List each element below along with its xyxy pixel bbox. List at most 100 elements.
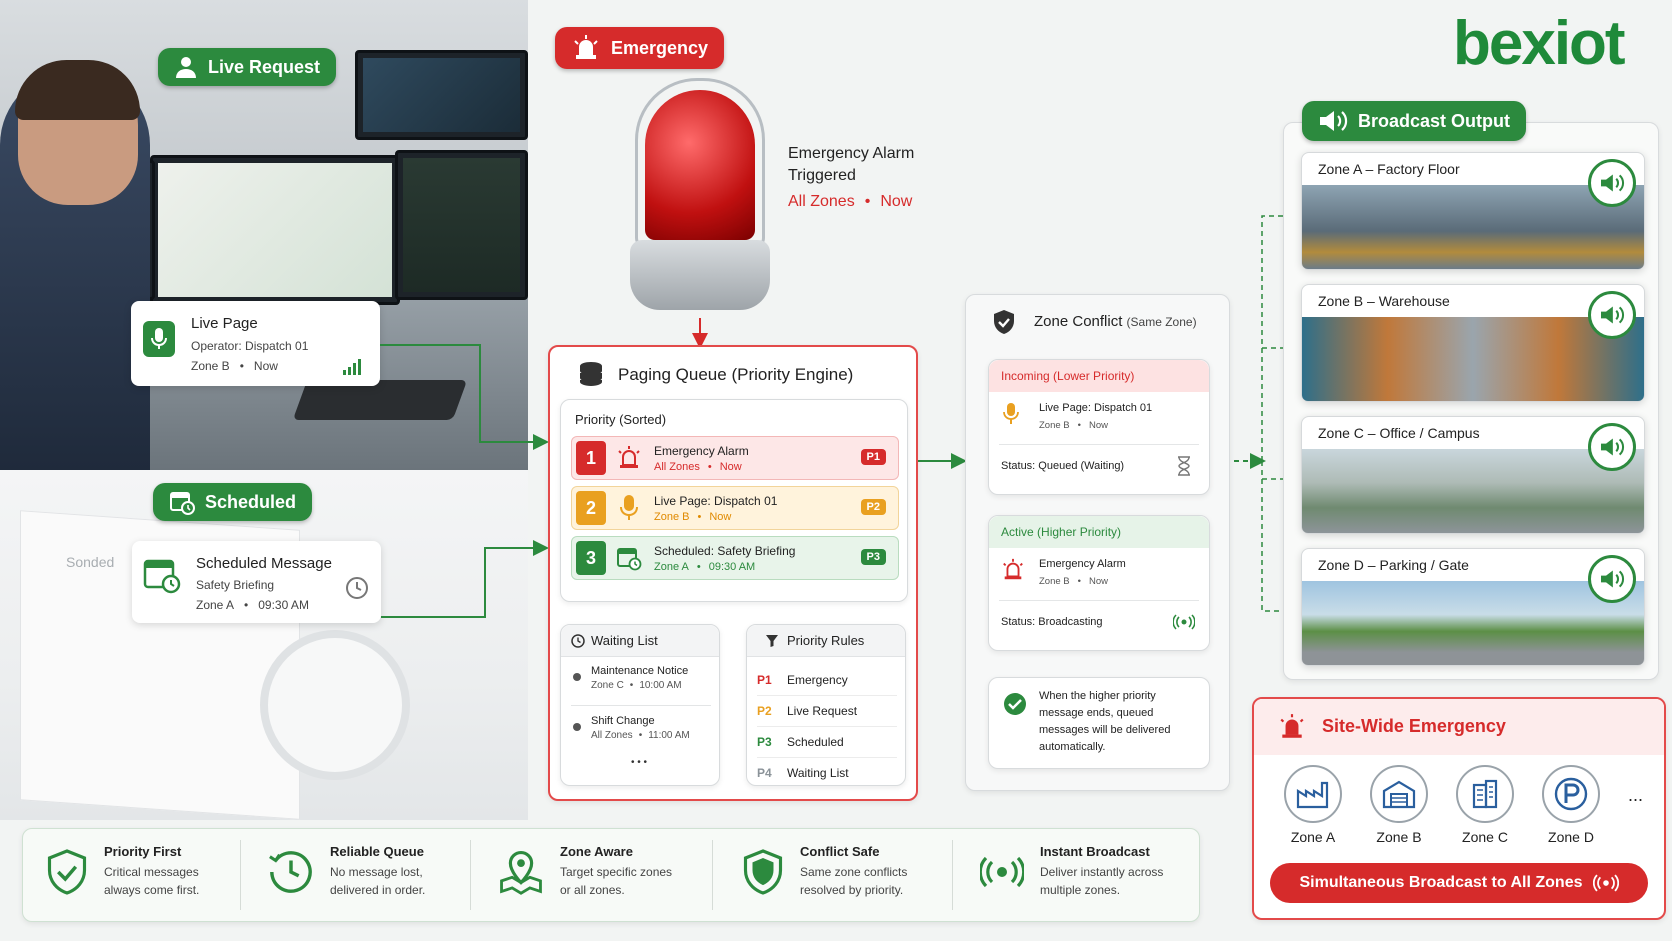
scheduled-label: Scheduled bbox=[205, 491, 297, 512]
feature-desc: No message lost, bbox=[330, 865, 423, 879]
feature-desc: Critical messages bbox=[104, 865, 199, 879]
emergency-tag: Emergency bbox=[555, 27, 725, 69]
queue-title-suffix: (Priority Engine) bbox=[731, 365, 854, 384]
waiting-item-2[interactable]: Shift Change All Zones•11:00 AM bbox=[591, 715, 690, 741]
zone-speaker-button[interactable] bbox=[1588, 291, 1636, 339]
zone-card-d[interactable]: Zone D – Parking / Gate bbox=[1301, 548, 1645, 666]
queue-item-1[interactable]: 1 Emergency Alarm All Zones•Now P1 bbox=[571, 436, 899, 480]
user-icon bbox=[176, 57, 196, 78]
site-zone-label: Zone B bbox=[1376, 829, 1422, 845]
conflict-note-text: When the higher priority message ends, q… bbox=[1039, 688, 1170, 756]
zone-card-a[interactable]: Zone A – Factory Floor bbox=[1301, 152, 1645, 270]
feature-desc: resolved by priority. bbox=[800, 883, 904, 897]
office-building-icon bbox=[1456, 765, 1514, 823]
beacon-cage bbox=[635, 78, 765, 248]
simultaneous-broadcast-button[interactable]: Simultaneous Broadcast to All Zones bbox=[1270, 863, 1648, 903]
alarm-beacon bbox=[620, 70, 780, 315]
broadcast-output-label: Broadcast Output bbox=[1358, 110, 1511, 131]
waiting-item-time: 10:00 AM bbox=[639, 680, 682, 691]
zone-speaker-button[interactable] bbox=[1588, 555, 1636, 603]
zone-speaker-button[interactable] bbox=[1588, 423, 1636, 471]
active-title: Emergency Alarm bbox=[1039, 558, 1126, 570]
calendar-clock-icon bbox=[170, 492, 195, 515]
rule-label: Emergency bbox=[787, 673, 848, 687]
site-zone-label: Zone A bbox=[1290, 829, 1336, 845]
queue-item-time: Now bbox=[709, 510, 732, 523]
site-zone-b[interactable]: Zone B bbox=[1370, 765, 1428, 845]
priority-badge: P2 bbox=[860, 499, 886, 515]
zone-speaker-button[interactable] bbox=[1588, 159, 1636, 207]
zone-c-photo bbox=[1302, 449, 1644, 533]
divider bbox=[999, 600, 1199, 601]
zone-card-title: Zone D – Parking / Gate bbox=[1318, 557, 1469, 573]
scheduled-message-card: Scheduled Message Safety Briefing Zone A… bbox=[132, 541, 381, 623]
zone-card-b[interactable]: Zone B – Warehouse bbox=[1301, 284, 1645, 402]
broadcast-icon bbox=[1173, 614, 1195, 630]
queue-item-3[interactable]: 3 Scheduled: Safety Briefing Zone A•09:3… bbox=[571, 536, 899, 580]
site-wide-header-bg bbox=[1254, 699, 1664, 755]
alarm-siren-icon bbox=[574, 35, 598, 59]
more-zones-indicator: ... bbox=[1628, 785, 1644, 805]
speaker-icon bbox=[1601, 174, 1624, 192]
priority-list: Priority (Sorted) 1 Emergency Alarm All … bbox=[560, 399, 908, 602]
rule-code: P4 bbox=[757, 766, 772, 780]
note-line: When the higher priority bbox=[1039, 690, 1156, 702]
rule-code: P1 bbox=[757, 673, 772, 687]
zone-card-title: Zone C – Office / Campus bbox=[1318, 425, 1480, 441]
scheduled-time: 09:30 AM bbox=[258, 598, 309, 612]
feature-desc: Same zone conflicts bbox=[800, 865, 908, 879]
waiting-item-1[interactable]: Maintenance Notice Zone C•10:00 AM bbox=[591, 665, 688, 691]
conflict-note: When the higher priority message ends, q… bbox=[988, 677, 1210, 769]
feature-reliable-queue: Reliable Queue No message lost, delivered… bbox=[268, 844, 425, 899]
sep: • bbox=[697, 510, 702, 523]
divider bbox=[999, 444, 1199, 445]
check-circle-icon bbox=[1004, 693, 1026, 715]
zone-card-title: Zone B – Warehouse bbox=[1318, 293, 1450, 309]
incoming-label-suffix: (Lower Priority) bbox=[1053, 369, 1135, 383]
incoming-zone: Zone B bbox=[1039, 420, 1070, 431]
clock-icon bbox=[269, 850, 312, 893]
waiting-item-title: Shift Change bbox=[591, 715, 655, 727]
alarm-siren-icon bbox=[1280, 714, 1304, 738]
scheduled-message-name: Safety Briefing bbox=[196, 578, 275, 592]
factory-icon bbox=[1284, 765, 1342, 823]
active-label-text: Active bbox=[1001, 525, 1034, 539]
zone-card-c[interactable]: Zone C – Office / Campus bbox=[1301, 416, 1645, 534]
incoming-label: Incoming (Lower Priority) bbox=[1001, 369, 1134, 383]
site-zone-d[interactable]: Zone D bbox=[1542, 765, 1600, 845]
database-icon bbox=[580, 362, 602, 386]
site-zone-c[interactable]: Zone C bbox=[1456, 765, 1514, 845]
wall-monitors bbox=[355, 50, 528, 140]
waiting-item-zone: All Zones bbox=[591, 730, 633, 741]
feature-title: Zone Aware bbox=[560, 844, 633, 859]
speaker-icon bbox=[1601, 438, 1624, 456]
sep: • bbox=[629, 680, 634, 691]
queue-item-number: 1 bbox=[576, 441, 606, 475]
speaker-icon bbox=[1601, 570, 1624, 588]
site-wide-title: Site-Wide Emergency bbox=[1322, 716, 1506, 736]
waiting-item-time: 11:00 AM bbox=[648, 730, 690, 741]
waiting-item-meta: Zone C•10:00 AM bbox=[591, 680, 688, 691]
site-zone-label: Zone D bbox=[1548, 829, 1594, 845]
scheduled-message-meta: Zone A • 09:30 AM bbox=[196, 598, 309, 612]
rule-label: Scheduled bbox=[787, 735, 844, 749]
queue-item-text: Scheduled: Safety Briefing Zone A•09:30 … bbox=[654, 544, 795, 573]
alarm-siren-icon bbox=[618, 446, 640, 468]
active-status: Status: Broadcasting bbox=[1001, 616, 1103, 628]
live-page-time: Now bbox=[253, 359, 278, 373]
site-zone-a[interactable]: Zone A bbox=[1284, 765, 1342, 845]
incoming-label-text: Incoming bbox=[1001, 369, 1050, 383]
site-wide-emergency-panel: Site-Wide Emergency Zone A Zone B Zone C… bbox=[1252, 697, 1666, 920]
site-zone-label: Zone C bbox=[1462, 829, 1508, 845]
feature-instant-broadcast: Instant Broadcast Deliver instantly acro… bbox=[980, 844, 1163, 899]
feature-title: Reliable Queue bbox=[330, 844, 424, 859]
waiting-list: Waiting List Maintenance Notice Zone C•1… bbox=[560, 624, 720, 786]
queue-item-title: Emergency Alarm bbox=[654, 443, 749, 458]
queue-item-2[interactable]: 2 Live Page: Dispatch 01 Zone B•Now P2 bbox=[571, 486, 899, 530]
active-meta: Zone B•Now bbox=[1039, 576, 1108, 587]
feature-desc: delivered in order. bbox=[330, 883, 426, 897]
